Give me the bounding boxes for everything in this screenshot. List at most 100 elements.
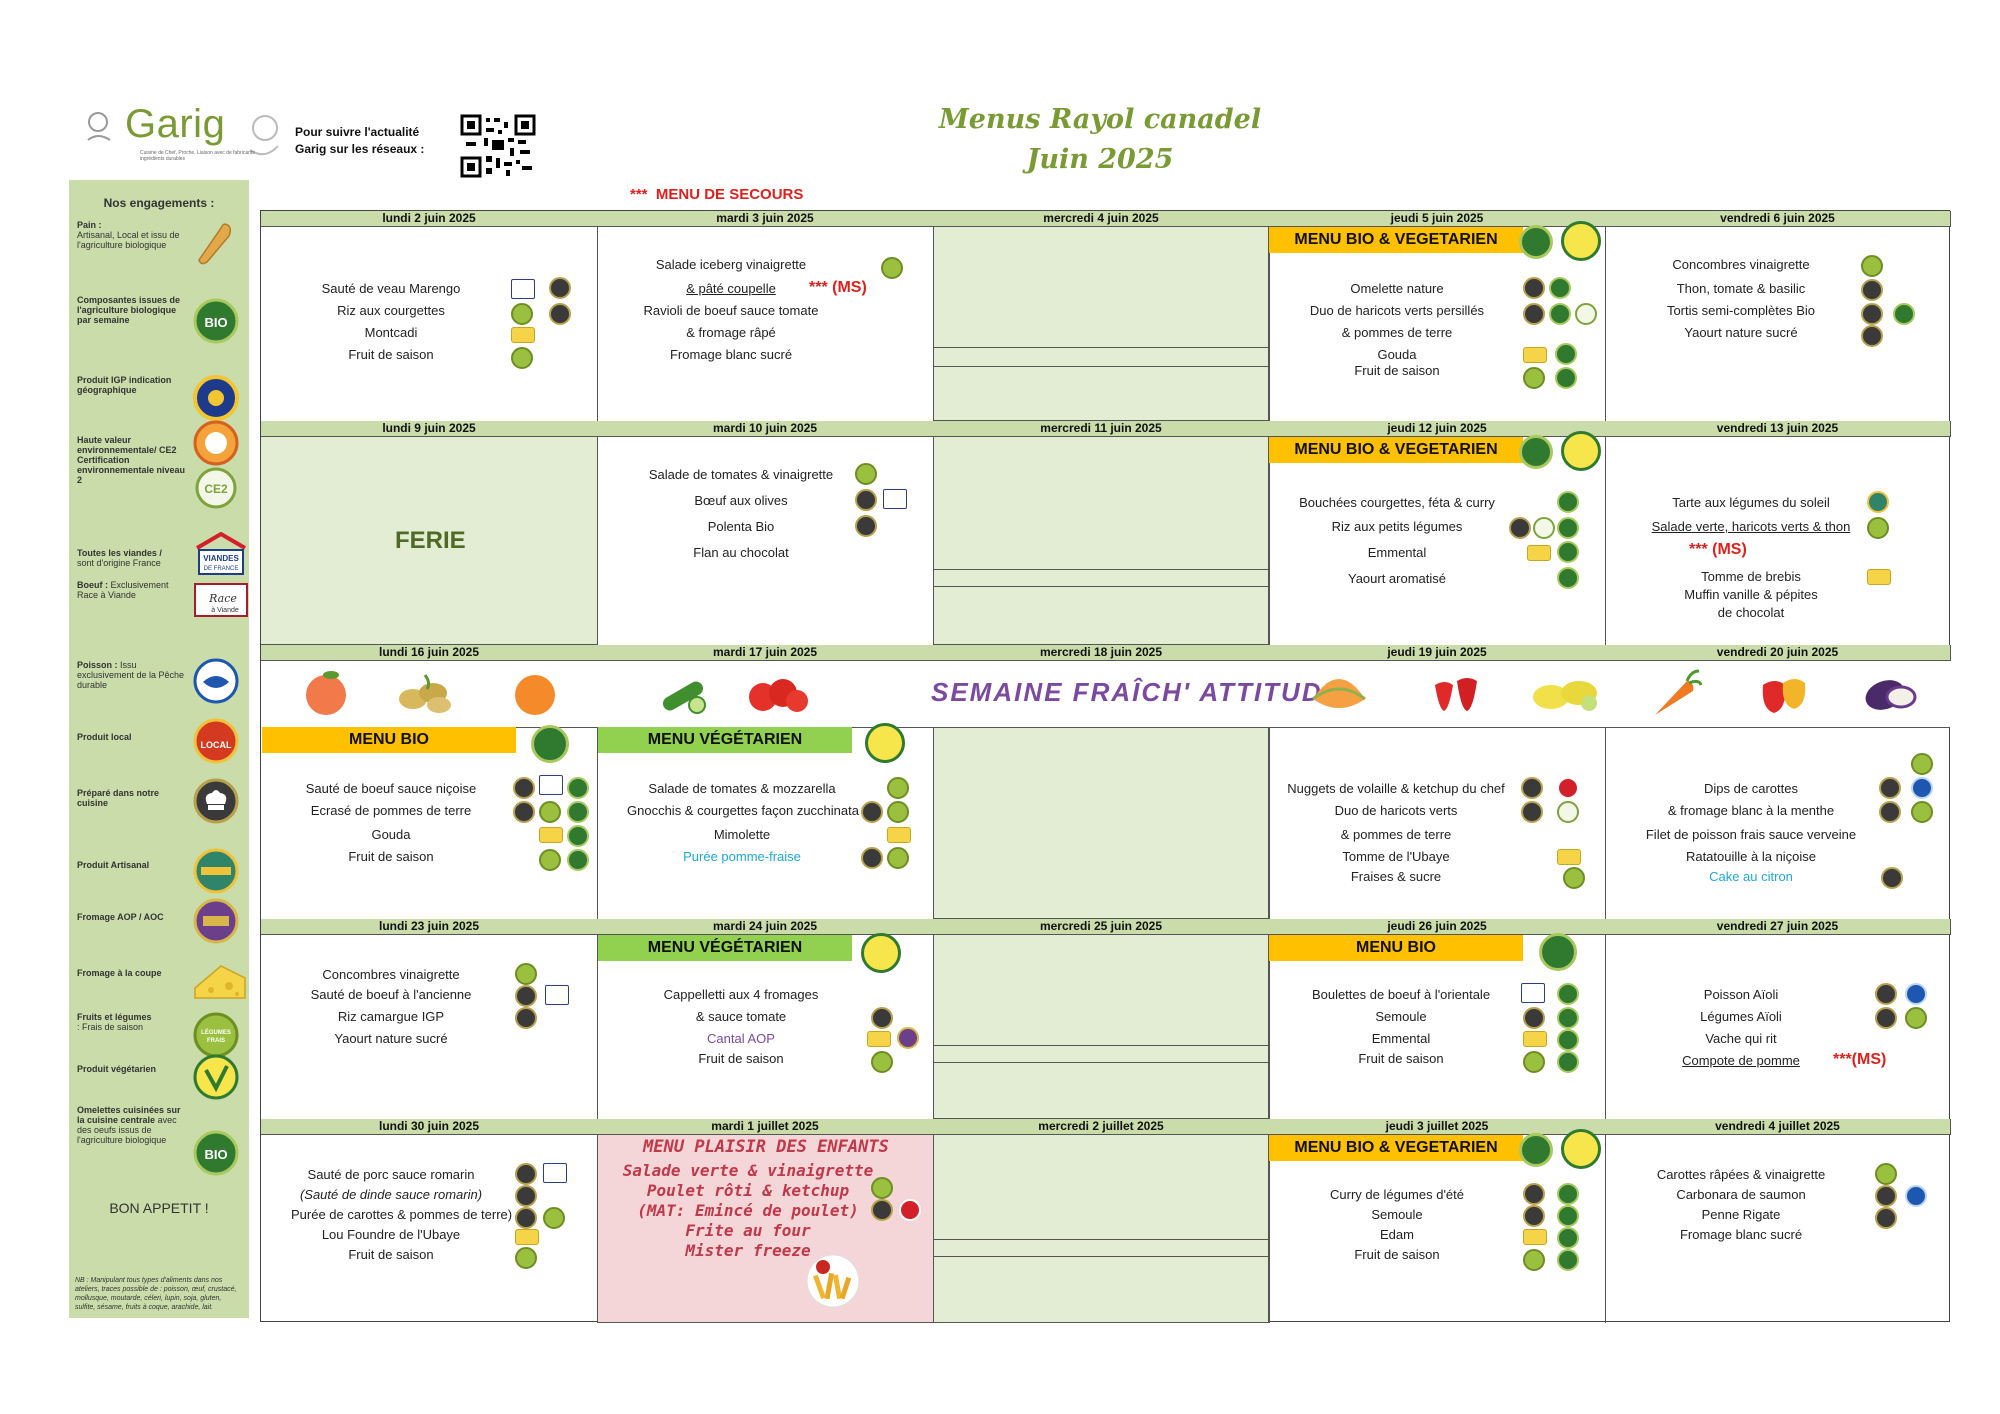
fruits-legumes-icon: [1911, 753, 1933, 775]
engagement-aop: Fromage AOP / AOC: [77, 912, 187, 922]
logo-subtitle: Cuisine de Chef, Proche, Liaison avec de…: [140, 150, 255, 162]
qr-code[interactable]: [460, 114, 536, 178]
day-header: vendredi 13 juin 2025: [1605, 421, 1951, 437]
engagement-text: sont d'origine France: [77, 558, 161, 568]
dish: & pâté coupelle: [686, 281, 776, 296]
chef-hat-icon: [855, 489, 877, 511]
day-header: jeudi 5 juin 2025: [1269, 211, 1606, 227]
day-header: lundi 2 juin 2025: [261, 211, 598, 227]
menu-plaisir-cell: [598, 1135, 934, 1323]
dish: Semoule: [1375, 1009, 1427, 1024]
bio-icon: [1539, 933, 1577, 971]
fruits-legumes-icon: [543, 1207, 565, 1229]
cheese-icon: [1867, 569, 1891, 585]
chef-hat-icon: [1523, 1183, 1545, 1205]
ce2-icon: [1575, 303, 1597, 325]
engagement-boeuf: Boeuf : Exclusivement Race à Viande: [77, 580, 187, 600]
peche-durable-icon: [193, 658, 239, 704]
dish: Salade iceberg vinaigrette: [655, 257, 807, 272]
engagement-text: Issu exclusivement de la Pêche durable: [77, 660, 185, 690]
bio-icon: [1519, 225, 1553, 259]
dish: Tomme de brebis: [1701, 569, 1801, 584]
day-header: mardi 17 juin 2025: [597, 645, 934, 661]
dish: Fruit de saison: [348, 347, 434, 362]
day-header: jeudi 3 juillet 2025: [1269, 1119, 1606, 1135]
menu-bio-vegetarien-banner: MENU BIO & VEGETARIEN: [1269, 437, 1523, 463]
bio-icon: [1555, 343, 1577, 365]
day-header: lundi 30 juin 2025: [261, 1119, 598, 1135]
bio-icon: [1555, 367, 1577, 389]
dish: Curry de légumes d'été: [1330, 1187, 1464, 1202]
day-header: jeudi 26 juin 2025: [1269, 919, 1606, 935]
vegetarian-icon: [1561, 221, 1601, 261]
omelette-bio-icon: BIO: [193, 1130, 239, 1176]
dish: Concombres vinaigrette: [322, 967, 460, 982]
chef-hat-icon: [515, 1185, 537, 1207]
fruits-legumes-icon: [887, 777, 909, 799]
chef-hat-icon: [515, 985, 537, 1007]
logo-text: Garig: [125, 102, 226, 146]
viandes-de-france-icon: [539, 775, 563, 795]
chef-hat-icon: [1521, 777, 1543, 799]
dish: Sauté de boeuf sauce niçoise: [305, 781, 477, 796]
bio-icon: [567, 777, 589, 799]
engagement-igp: Produit IGP indication géographique: [77, 375, 187, 395]
igp-icon: [193, 375, 239, 421]
garig-logo: [80, 100, 280, 166]
engagement-pain: Pain :Artisanal, Local et issu de l'agri…: [77, 220, 187, 250]
chef-hat-icon: [1861, 279, 1883, 301]
chef-hat-icon: [1875, 1207, 1897, 1229]
ce2-icon: [1533, 517, 1555, 539]
dish: (Sauté de dinde sauce romarin): [299, 1187, 483, 1202]
sidebar-title: Nos engagements :: [103, 196, 215, 210]
label-rouge-icon: [899, 1199, 921, 1221]
svg-text:à Viande: à Viande: [211, 607, 239, 614]
dish: Cappelletti aux 4 fromages: [663, 987, 819, 1002]
bio-icon: [1557, 1205, 1579, 1227]
day-header: jeudi 12 juin 2025: [1269, 421, 1606, 437]
bio-icon: [1557, 1249, 1579, 1271]
chef-hat-icon: [855, 515, 877, 537]
fruits-legumes-icon: [515, 1247, 537, 1269]
cucumber-icon: [663, 681, 706, 714]
bio-icon: [567, 849, 589, 871]
cheese-icon: [539, 827, 563, 843]
dish: Bouchées courgettes, féta & curry: [1299, 495, 1495, 510]
peche-durable-icon: [1905, 983, 1927, 1005]
vegetarian-icon: [861, 933, 901, 973]
svg-text:CE2: CE2: [204, 482, 228, 496]
engagement-poisson: Poisson : Issu exclusivement de la Pêche…: [77, 660, 187, 690]
day-header: vendredi 6 juin 2025: [1605, 211, 1951, 227]
engagement-label: Composantes issues de l'agriculture biol…: [77, 295, 181, 325]
bio-icon: [1549, 303, 1571, 325]
dish: Nuggets de volaille & ketchup du chef: [1287, 781, 1505, 796]
allergen-note: NB : Manipulant tous types d'aliments da…: [75, 1277, 237, 1311]
strawberries-icon: [1435, 678, 1477, 711]
chef-hat-icon: [1879, 801, 1901, 823]
bio-icon: [1557, 1007, 1579, 1029]
engagement-hve: Haute valeur environnementale/ CE2 Certi…: [77, 435, 187, 485]
engagement-label: Fruits et légumes: [77, 1012, 152, 1022]
wednesday-divider: [933, 1045, 1269, 1063]
aop-icon: [897, 1027, 919, 1049]
engagement-text: avec des oeufs issus de l'agriculture bi…: [77, 1115, 177, 1145]
dish: de chocolat: [1717, 605, 1785, 620]
fruits-legumes-icon: [1523, 367, 1545, 389]
chef-hat-icon: [1523, 1007, 1545, 1029]
cheese-icon: [1557, 849, 1581, 865]
day-header: lundi 23 juin 2025: [261, 919, 598, 935]
aop-icon: [193, 898, 239, 944]
bio-icon: [1557, 567, 1579, 589]
day-header: mercredi 11 juin 2025: [933, 421, 1270, 437]
dish: & sauce tomate: [695, 1009, 787, 1024]
fraich-attitude-title: SEMAINE FRAÎCH' ATTITUDE: [931, 677, 1342, 707]
dish: & pommes de terre: [1341, 325, 1453, 340]
eggplants-icon: [1865, 680, 1917, 710]
fruits-legumes-icon: [1875, 1163, 1897, 1185]
engagement-label: Produit végétarien: [77, 1064, 157, 1074]
dish: Gouda: [371, 827, 411, 842]
chef-hat-icon: [513, 777, 535, 799]
ferie-cell: [261, 437, 598, 645]
svg-text:FRAIS: FRAIS: [207, 1038, 225, 1044]
dish: Thon, tomate & basilic: [1676, 281, 1806, 296]
